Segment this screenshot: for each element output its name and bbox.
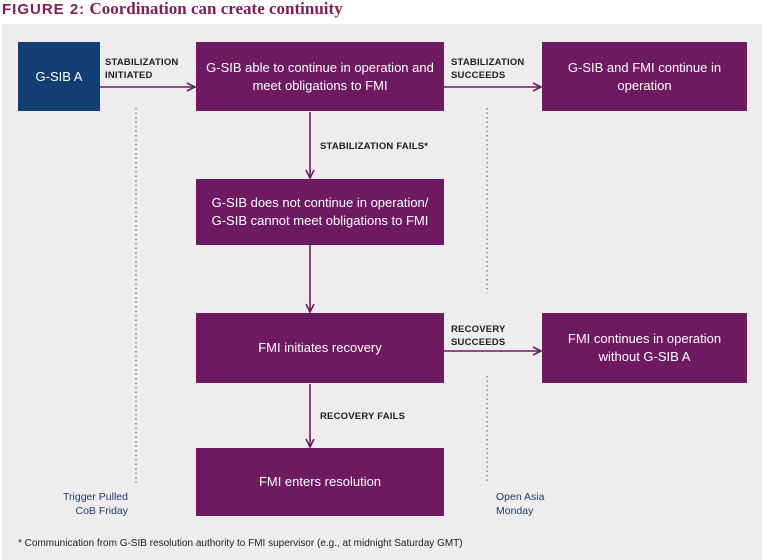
label-stabilization-fails: STABILIZATION FAILS* xyxy=(320,141,429,152)
timeline-left-line1: Trigger Pulled xyxy=(63,491,128,503)
label-recovery-fails: RECOVERY FAILS xyxy=(320,411,406,422)
figure-label: FIGURE 2: xyxy=(2,1,86,18)
timeline-label-right: Open Asia Monday xyxy=(496,490,544,518)
node-fmi-resolution: FMI enters resolution xyxy=(196,448,444,516)
timeline-right-line1: Open Asia xyxy=(496,491,545,503)
timeline-right-line2: Monday xyxy=(496,505,534,517)
footnote: * Communication from G-SIB resolution au… xyxy=(18,538,463,549)
node-gsib-a: G-SIB A xyxy=(18,42,100,111)
timeline-left-line2: CoB Friday xyxy=(75,505,128,517)
figure-title: FIGURE 2: Coordination can create contin… xyxy=(2,0,343,20)
label-stabilization-initiated-line1: STABILIZATION xyxy=(105,57,179,68)
label-recovery-succeeds-line1: RECOVERY xyxy=(451,324,506,335)
label-recovery-succeeds: RECOVERY SUCCEEDS xyxy=(451,323,506,349)
node-fmi-recovery: FMI initiates recovery xyxy=(196,313,444,383)
label-stabilization-initiated: STABILIZATION INITIATED xyxy=(105,56,179,82)
label-stabilization-succeeds: STABILIZATION SUCCEEDS xyxy=(451,56,525,82)
label-recovery-succeeds-line2: SUCCEEDS xyxy=(451,337,506,348)
label-stabilization-initiated-line2: INITIATED xyxy=(105,70,153,81)
node-gsib-fmi-continue: G-SIB and FMI continue in operation xyxy=(542,42,747,111)
node-gsib-not-continue: G-SIB does not continue in operation/ G-… xyxy=(196,179,444,245)
label-stabilization-succeeds-line2: SUCCEEDS xyxy=(451,70,506,81)
figure-title-text: Coordination can create continuity xyxy=(89,0,343,18)
label-stabilization-succeeds-line1: STABILIZATION xyxy=(451,57,525,68)
node-gsib-continue: G-SIB able to continue in operation and … xyxy=(196,42,444,111)
node-fmi-continues: FMI continues in operation without G-SIB… xyxy=(542,313,747,383)
timeline-label-left: Trigger Pulled CoB Friday xyxy=(62,490,128,518)
